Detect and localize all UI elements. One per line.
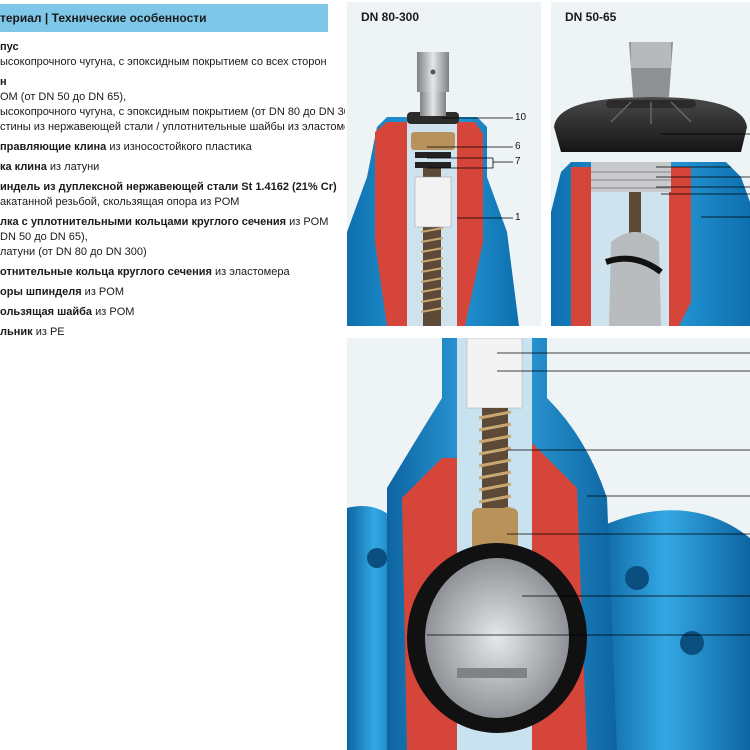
- spec-line: DN 50 до DN 65),: [0, 231, 88, 243]
- spec-suffix: из POM: [81, 286, 124, 298]
- callout-label: 1: [515, 212, 521, 223]
- valve-cutaway-large-image: [347, 338, 750, 750]
- spec-line: ысокопрочного чугуна, с эпоксидным покры…: [0, 106, 345, 118]
- spec-item: льник из PE: [0, 325, 345, 340]
- spec-item: оры шпинделя из POM: [0, 285, 345, 300]
- panel-title: DN 80-300: [361, 10, 420, 24]
- spec-line: OM (от DN 50 до DN 65),: [0, 91, 127, 103]
- spec-suffix: из износостойкого пластика: [106, 141, 252, 153]
- spec-term: ка клина: [0, 161, 47, 173]
- spec-item: ользящая шайба из POM: [0, 305, 345, 320]
- spec-line: стины из нержавеющей стали / уплотнитель…: [0, 121, 345, 133]
- callout-label: 10: [515, 112, 527, 123]
- panel-dn80-300: DN 80-300 10 6 7 1: [347, 2, 541, 326]
- spec-item: ка клина из латуни: [0, 160, 345, 175]
- valve-cutaway-dn50-image: [551, 42, 750, 326]
- spec-term: пус: [0, 41, 19, 53]
- spec-item: индель из дуплексной нержавеющей стали S…: [0, 180, 345, 210]
- section-title: териал | Технические особенности: [0, 11, 207, 25]
- panel-title: DN 50-65: [565, 10, 617, 24]
- spec-line: акатанной резьбой, скользящая опора из P…: [0, 196, 240, 208]
- spec-item: н OM (от DN 50 до DN 65), ысокопрочного …: [0, 75, 345, 135]
- spec-list: пус ысокопрочного чугуна, с эпоксидным п…: [0, 40, 345, 345]
- spec-item: лка с уплотнительными кольцами круглого …: [0, 215, 345, 260]
- spec-suffix: из латуни: [46, 161, 100, 173]
- spec-term: ользящая шайба: [0, 306, 93, 318]
- panel-large-cutaway: [347, 338, 750, 750]
- spec-item: пус ысокопрочного чугуна, с эпоксидным п…: [0, 40, 345, 70]
- spec-term: индель из дуплексной нержавеющей стали S…: [0, 181, 337, 193]
- spec-suffix: из PE: [32, 326, 65, 338]
- panel-dn50-65: DN 50-65: [551, 2, 750, 326]
- spec-term: лка с уплотнительными кольцами круглого …: [0, 216, 287, 228]
- spec-term: отнительные кольца круглого сечения: [0, 266, 212, 278]
- spec-item: отнительные кольца круглого сечения из э…: [0, 265, 345, 280]
- spec-term: правляющие клина: [0, 141, 107, 153]
- spec-line: латуни (от DN 80 до DN 300): [0, 246, 147, 258]
- spec-term: льник: [0, 326, 33, 338]
- spec-item: правляющие клина из износостойкого пласт…: [0, 140, 345, 155]
- spec-suffix: из эластомера: [211, 266, 290, 278]
- spec-term: оры шпинделя: [0, 286, 82, 298]
- spec-suffix: из POM: [286, 216, 329, 228]
- spec-suffix: из POM: [92, 306, 135, 318]
- callout-label: 7: [515, 156, 521, 167]
- spec-term: н: [0, 76, 7, 88]
- section-header: териал | Технические особенности: [0, 4, 328, 32]
- callout-label: 6: [515, 141, 521, 152]
- valve-cutaway-dn80-image: [347, 52, 519, 326]
- spec-line: ысокопрочного чугуна, с эпоксидным покры…: [0, 56, 327, 68]
